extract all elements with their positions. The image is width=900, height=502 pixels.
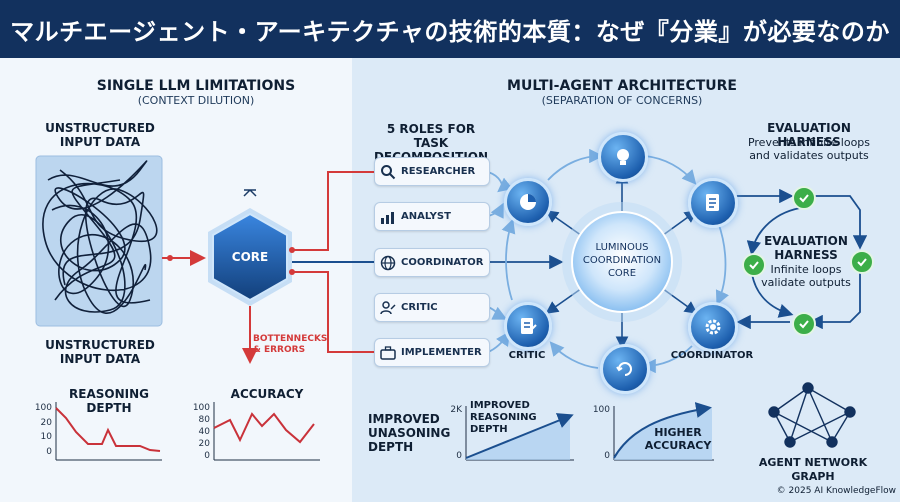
agent-network-graph (768, 382, 856, 448)
core-to-roles-connectors (289, 171, 374, 353)
role-label: IMPLEMENTER (401, 347, 482, 358)
role-critic: CRITIC (374, 293, 490, 322)
bottleneck-label: BOTTENNECKS & ERRORS (253, 334, 328, 355)
role-label: CRITIC (401, 302, 438, 313)
improved-left-label: IMPROVED UNASONING DEPTH (368, 412, 451, 454)
accuracy-chart-title: ACCURACY (230, 387, 304, 401)
search-icon (375, 158, 401, 185)
pie-chart-icon (520, 194, 536, 210)
role-implementer: IMPLEMENTER (374, 338, 490, 367)
node-coordinator (688, 302, 738, 352)
tick-label: 20 (198, 439, 210, 449)
globe-icon (375, 249, 401, 276)
reasoning-depth-chart (55, 402, 162, 461)
eval-top-desc: Prevents infinite loops and validates ou… (747, 136, 871, 162)
luminous-core (562, 202, 682, 322)
eval-mid-title: EVALUATION HARNESS (764, 234, 848, 262)
role-analyst: ANALYST (374, 202, 490, 231)
node-idea (598, 132, 648, 182)
refresh-icon (616, 362, 632, 376)
node-label-critic: CRITIC (508, 350, 546, 361)
right-section-subtitle: (SEPARATION OF CONCERNS) (541, 94, 703, 107)
input-arrows (162, 250, 206, 266)
left-section-subtitle: (CONTEXT DILUTION) (137, 94, 255, 107)
eval-mid-desc: Infinite loops validate outputs (761, 263, 851, 289)
right-section-title: MULTI-AGENT ARCHITECTURE (507, 78, 737, 94)
node-cycle (600, 344, 650, 394)
higher-accuracy-label: HIGHER ACCURACY (644, 426, 712, 452)
role-label: COORDINATOR (401, 257, 484, 268)
left-section-title: SINGLE LLM LIMITATIONS (96, 78, 296, 94)
briefcase-icon (375, 339, 401, 366)
role-label: RESEARCHER (401, 166, 476, 177)
improved-inner-label: IMPROVED REASONING DEPTH (470, 400, 537, 435)
user-edit-icon (375, 294, 401, 321)
tick-label: 20 (40, 418, 52, 428)
node-document (688, 178, 738, 228)
document-icon (706, 194, 719, 211)
eval-top-title: EVALUATION HARNESS (767, 121, 851, 149)
node-label-coordinator: COORDINATOR (670, 350, 754, 361)
network-graph-label: AGENT NETWORK GRAPH (758, 456, 868, 483)
role-label: ANALYST (401, 211, 451, 222)
tick-label: 0 (46, 447, 52, 457)
core-hexagon (208, 189, 292, 306)
tick-label: 10 (40, 432, 52, 442)
role-coordinator: COORDINATOR (374, 248, 490, 277)
check-icon (742, 253, 766, 277)
tick-label: 100 (592, 405, 610, 415)
center-core-label: LUMINOUS COORDINATION CORE (582, 242, 662, 279)
tangled-input-box (35, 155, 163, 327)
input-data-label-top: UNSTRUCTURED INPUT DATA (45, 121, 155, 149)
node-critic (504, 302, 552, 350)
copyright-footer: © 2025 AI KnowledgeFlow (776, 486, 896, 496)
reasoning-chart-title: REASONING DEPTH (69, 387, 149, 415)
improved-depth-chart (465, 406, 574, 461)
node-analyst (504, 178, 552, 226)
tick-label: 40 (198, 427, 210, 437)
check-icon (792, 186, 816, 210)
tick-label: 100 (34, 403, 52, 413)
role-researcher: RESEARCHER (374, 157, 490, 186)
evaluation-loop (734, 188, 868, 330)
page-title: マルチエージェント・アーキテクチャの技術的本質：なぜ『分業』が必要なのか (0, 0, 900, 58)
gear-icon (705, 319, 721, 335)
edit-document-icon (521, 318, 537, 334)
accuracy-chart (213, 402, 320, 461)
check-icon (792, 312, 816, 336)
input-data-label-bottom: UNSTRUCTURED INPUT DATA (45, 338, 155, 366)
tick-label: 80 (198, 415, 210, 425)
bar-chart-icon (375, 203, 401, 230)
higher-accuracy-chart (613, 402, 714, 461)
tick-label: 0 (204, 451, 210, 461)
tick-label: 100 (192, 403, 210, 413)
tick-label: 2K (450, 405, 462, 415)
tick-label: 0 (604, 451, 610, 461)
lightbulb-icon (617, 149, 629, 165)
tick-label: 0 (456, 451, 462, 461)
check-icon (850, 250, 874, 274)
core-label: CORE (231, 250, 269, 264)
